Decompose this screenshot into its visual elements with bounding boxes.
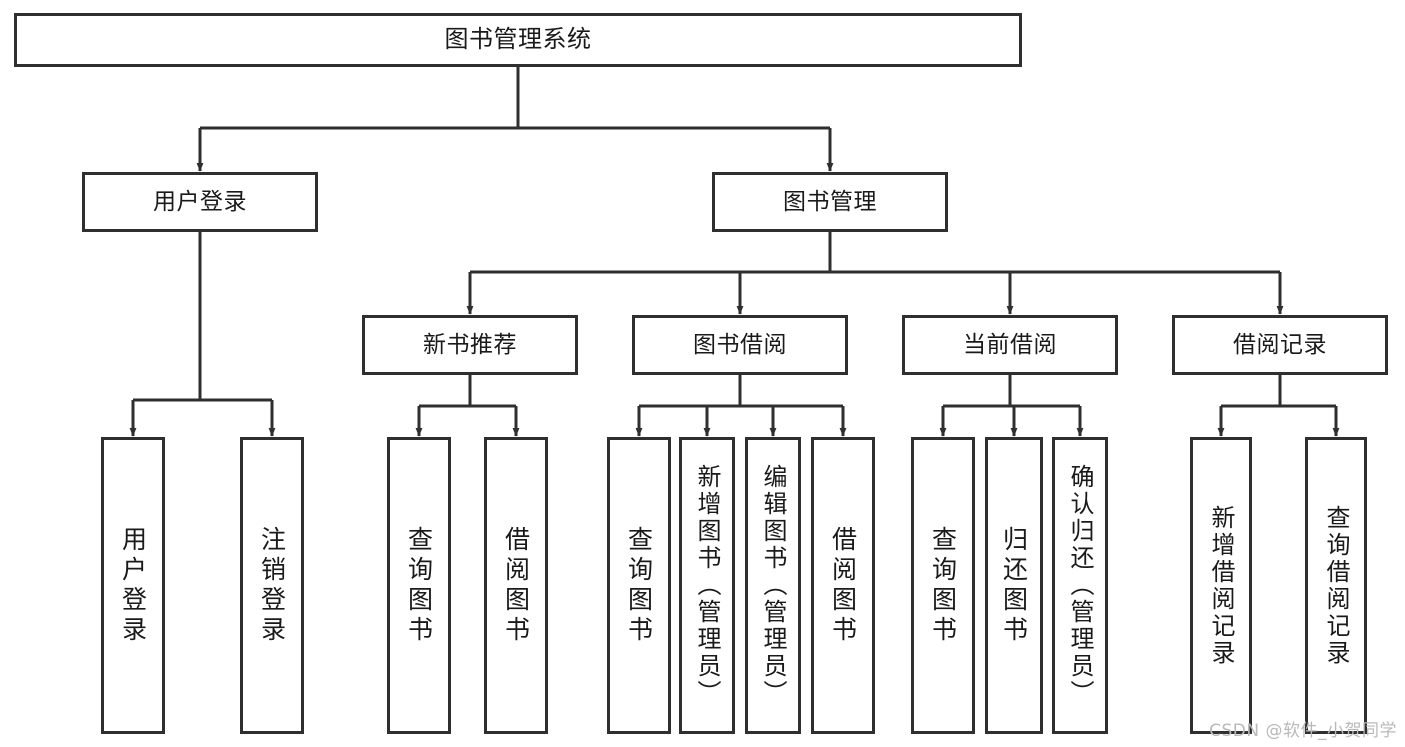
node-label-leaf-addrec: 新增借阅记录 [1207,504,1235,667]
node-label-leaf-confirm: 确认归还（管理员） [1066,464,1094,707]
node-current[interactable]: 当前借阅 [902,315,1118,375]
node-label-newbook: 新书推荐 [423,331,517,358]
node-leaf-b1[interactable]: 借阅图书 [484,437,548,734]
node-leaf-return[interactable]: 归还图书 [985,437,1043,734]
node-label-bookmgmt: 图书管理 [783,188,877,215]
node-leaf-addrec[interactable]: 新增借阅记录 [1190,437,1252,734]
node-label-leaf-q3: 查询图书 [928,525,958,646]
node-label-leaf-edit: 编辑图书（管理员） [759,464,787,707]
node-label-root: 图书管理系统 [444,25,592,54]
node-label-borrow: 图书借阅 [693,331,787,358]
node-leaf-q3[interactable]: 查询图书 [911,437,975,734]
node-label-leaf-q1: 查询图书 [404,525,434,646]
node-leaf-add[interactable]: 新增图书（管理员） [679,437,735,734]
node-label-leaf-qrec: 查询借阅记录 [1322,504,1350,667]
node-label-leaf-b2: 借阅图书 [828,525,858,646]
node-bookmgmt[interactable]: 图书管理 [712,172,948,232]
node-leaf-q2[interactable]: 查询图书 [607,437,671,734]
node-login[interactable]: 用户登录 [82,172,318,232]
node-newbook[interactable]: 新书推荐 [362,315,578,375]
node-leaf-confirm[interactable]: 确认归还（管理员） [1052,437,1108,734]
node-leaf-qrec[interactable]: 查询借阅记录 [1305,437,1367,734]
node-label-leaf-add: 新增图书（管理员） [693,464,721,707]
node-leaf-q1[interactable]: 查询图书 [387,437,451,734]
node-leaf-edit[interactable]: 编辑图书（管理员） [745,437,801,734]
node-label-leaf-login: 用户登录 [118,525,148,646]
node-leaf-b2[interactable]: 借阅图书 [811,437,875,734]
node-label-records: 借阅记录 [1233,331,1327,358]
node-label-leaf-b1: 借阅图书 [501,525,531,646]
node-label-leaf-q2: 查询图书 [624,525,654,646]
node-leaf-login[interactable]: 用户登录 [101,437,165,734]
node-leaf-logout[interactable]: 注销登录 [240,437,304,734]
node-label-login: 用户登录 [153,188,247,215]
watermark-label: CSDN @软件_小贺同学 [1209,721,1397,741]
node-label-current: 当前借阅 [963,331,1057,358]
node-root[interactable]: 图书管理系统 [14,13,1022,67]
node-records[interactable]: 借阅记录 [1172,315,1388,375]
node-label-leaf-return: 归还图书 [999,525,1029,646]
node-borrow[interactable]: 图书借阅 [632,315,848,375]
node-label-leaf-logout: 注销登录 [257,525,287,646]
